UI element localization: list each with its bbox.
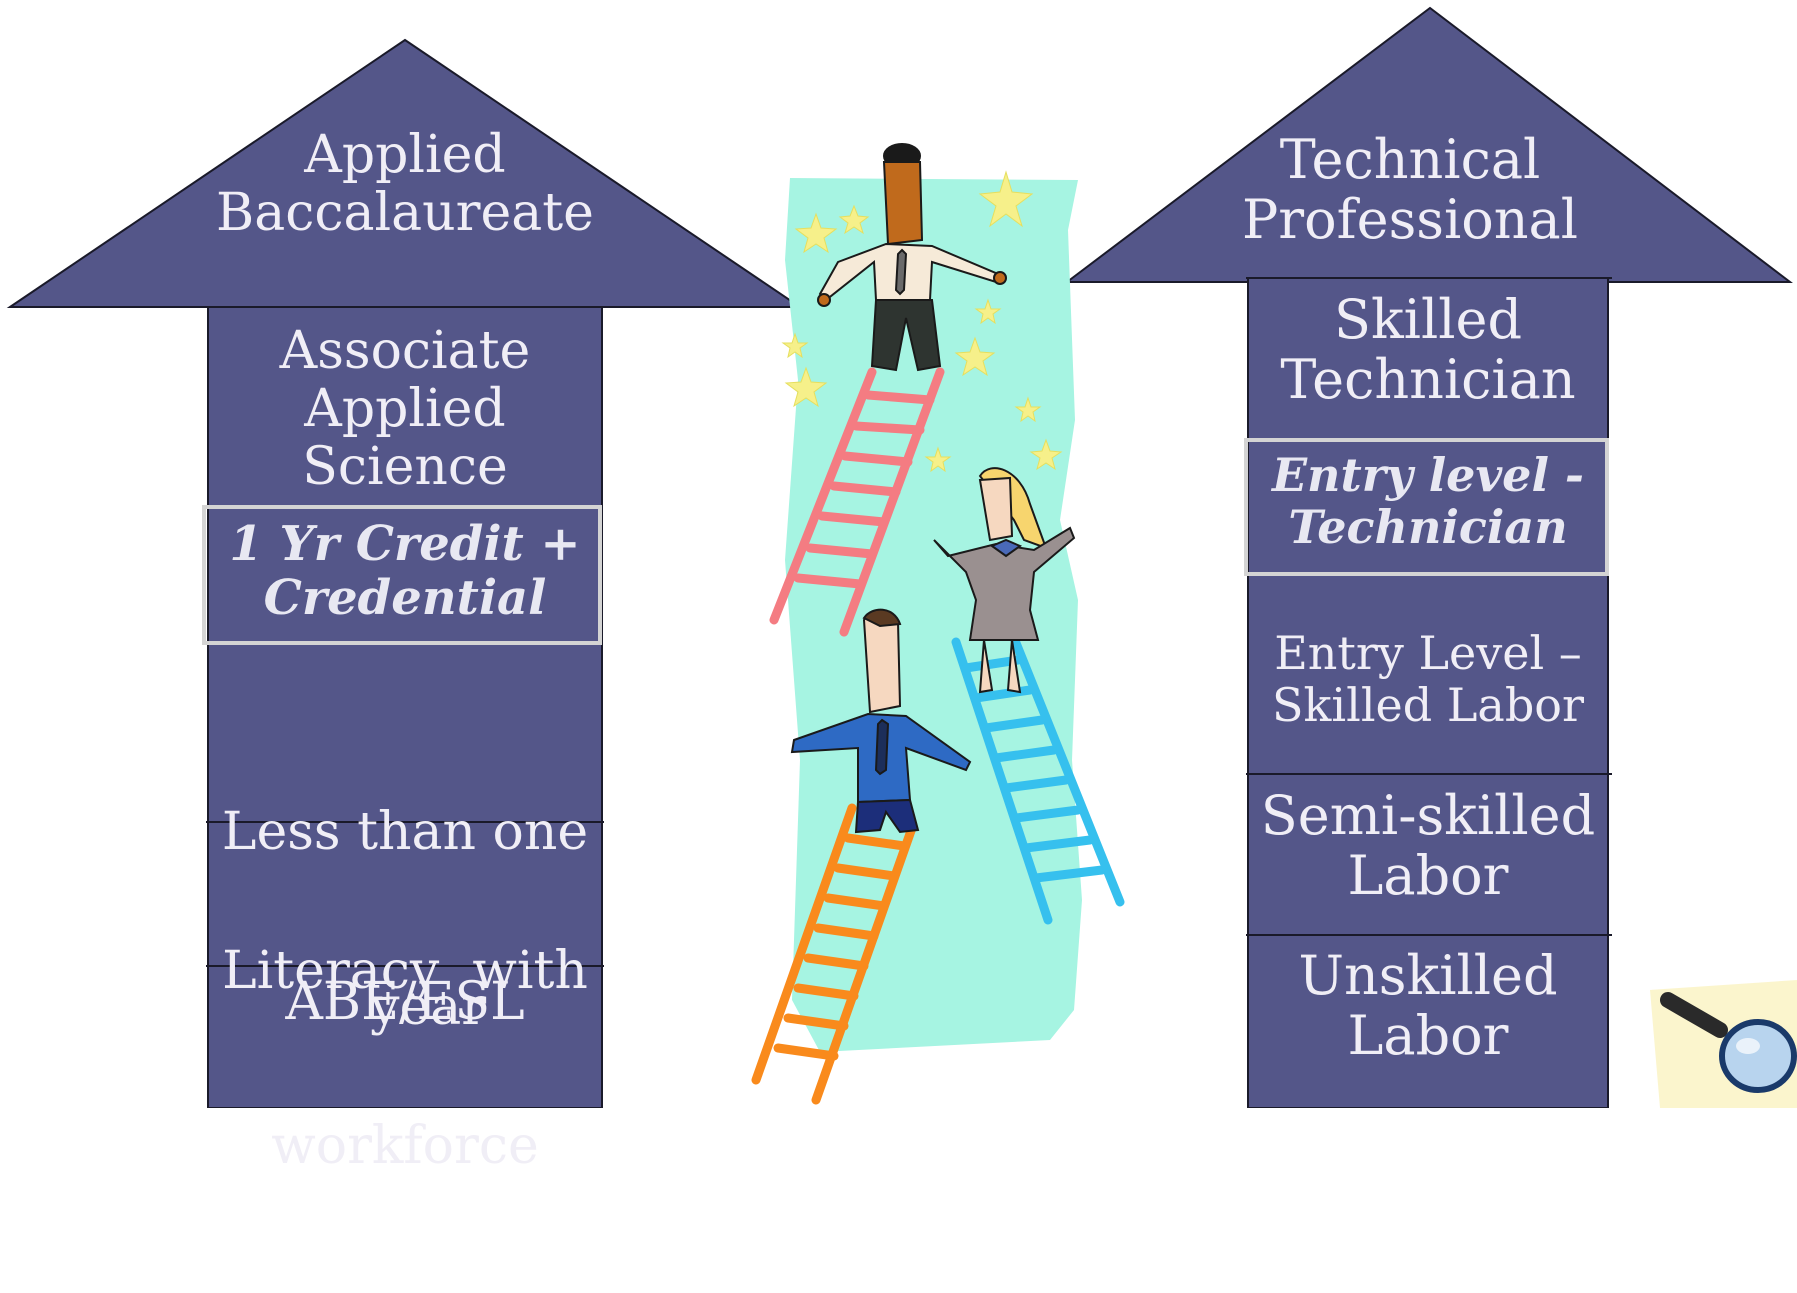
right-arrow	[1064, 6, 1793, 1108]
star-9	[924, 446, 952, 473]
career-ladder-illustration	[751, 143, 1125, 1105]
woman-figure	[933, 467, 1076, 694]
left-highlight-box	[202, 505, 602, 645]
star-10	[1029, 438, 1063, 471]
star-8	[1014, 396, 1042, 423]
arrows-layer	[6, 6, 1793, 1108]
star-7	[784, 366, 828, 408]
star-3	[838, 204, 870, 235]
stars	[781, 170, 1063, 473]
career-pathways-diagram: Applied Baccalaureate Associate Applied …	[6, 6, 1797, 1175]
left-arrow	[6, 38, 804, 1108]
right-highlight-box	[1244, 438, 1609, 576]
blue-ladder	[951, 623, 1125, 925]
right-block-skilled-technician: Skilled Technician	[1280, 288, 1576, 412]
left-block-abe-esl: ABE/ESL	[285, 972, 525, 1032]
magnifier-icon	[1650, 980, 1797, 1108]
star-4	[974, 298, 1002, 325]
right-head-label: Technical Professional	[1241, 128, 1579, 252]
star-6	[954, 336, 996, 377]
left-block-associate: Associate Applied Science	[279, 321, 531, 498]
right-block-entry-technician: Entry level - Technician	[1271, 448, 1585, 554]
left-block-less-than-year: Less than one year	[221, 802, 589, 1038]
orange-ladder	[751, 803, 917, 1105]
pink-ladder	[769, 367, 945, 637]
star-5	[781, 332, 809, 359]
left-arrow-shaft	[207, 306, 603, 1108]
star-1	[978, 170, 1034, 228]
right-block-entry-skilled-labor: Entry Level – Skilled Labor	[1272, 626, 1584, 732]
top-figure	[817, 143, 1007, 372]
right-block-unskilled: Unskilled Labor	[1298, 944, 1558, 1068]
star-2	[794, 212, 838, 254]
left-head-label: Applied Baccalaureate	[216, 125, 594, 244]
right-block-semi-skilled: Semi-skilled Labor	[1260, 784, 1596, 908]
left-block-credit: 1 Yr Credit + Credential	[229, 516, 581, 626]
bottom-figure	[790, 608, 972, 834]
